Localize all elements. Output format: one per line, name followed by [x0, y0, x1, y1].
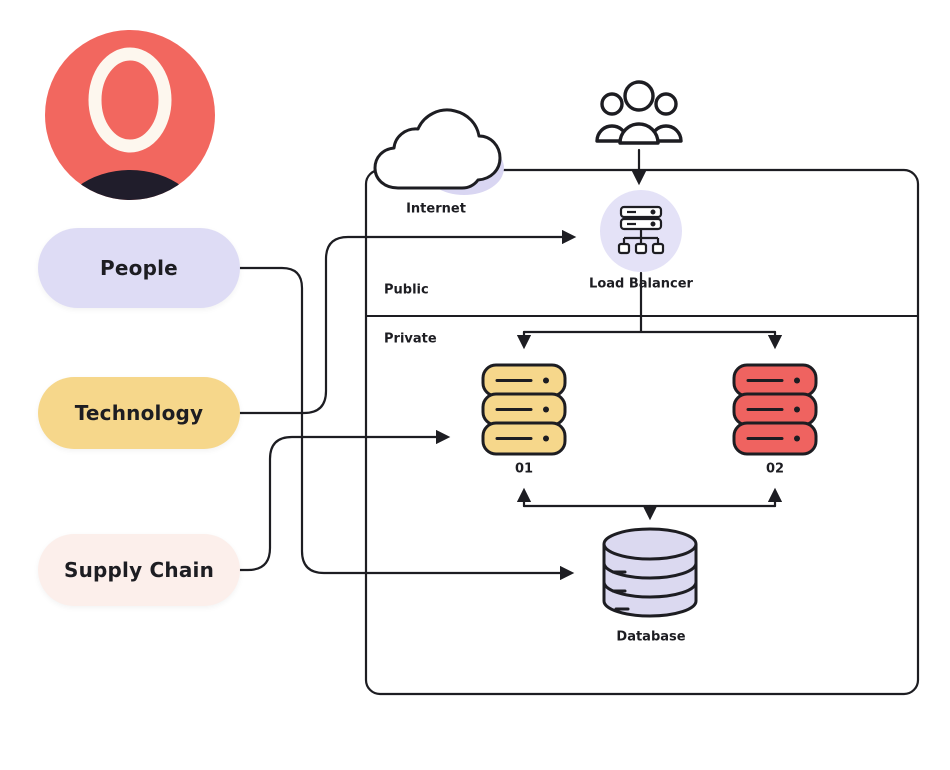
- server-stack-01-label: 01: [514, 461, 534, 477]
- connector-lines: [238, 148, 783, 581]
- load-balancer-node: [600, 190, 682, 272]
- server-stack-01-icon: [481, 363, 567, 456]
- user-avatar: [45, 30, 215, 200]
- cloud-icon: [373, 108, 504, 195]
- legend-item-technology: Technology: [38, 377, 240, 449]
- database-label: Database: [616, 629, 686, 645]
- load-balancer-icon: [617, 205, 665, 255]
- legend-label-technology: Technology: [74, 401, 204, 425]
- loadbalancer-split-line: [522, 271, 777, 334]
- avatar-head: [88, 47, 172, 153]
- server-stack-02-label: 02: [765, 461, 785, 477]
- technology-connector: [238, 229, 577, 415]
- people-connector: [238, 266, 575, 581]
- public-zone-label: Public: [384, 282, 429, 298]
- load-balancer-label: Load Balancer: [589, 276, 693, 292]
- legend-label-people: People: [100, 256, 178, 280]
- internet-label: Internet: [406, 201, 466, 217]
- users-icon: [595, 80, 683, 145]
- database-icon: [602, 527, 698, 618]
- legend-label-supply-chain: Supply Chain: [63, 558, 215, 582]
- private-zone-label: Private: [384, 331, 437, 347]
- legend-item-people: People: [38, 228, 240, 308]
- avatar-icon: [45, 30, 215, 200]
- network-boundary-box: [364, 168, 920, 696]
- legend-item-supply-chain: Supply Chain: [38, 534, 240, 606]
- supply-chain-connector: [238, 429, 451, 572]
- server-stack-02-icon: [732, 363, 818, 456]
